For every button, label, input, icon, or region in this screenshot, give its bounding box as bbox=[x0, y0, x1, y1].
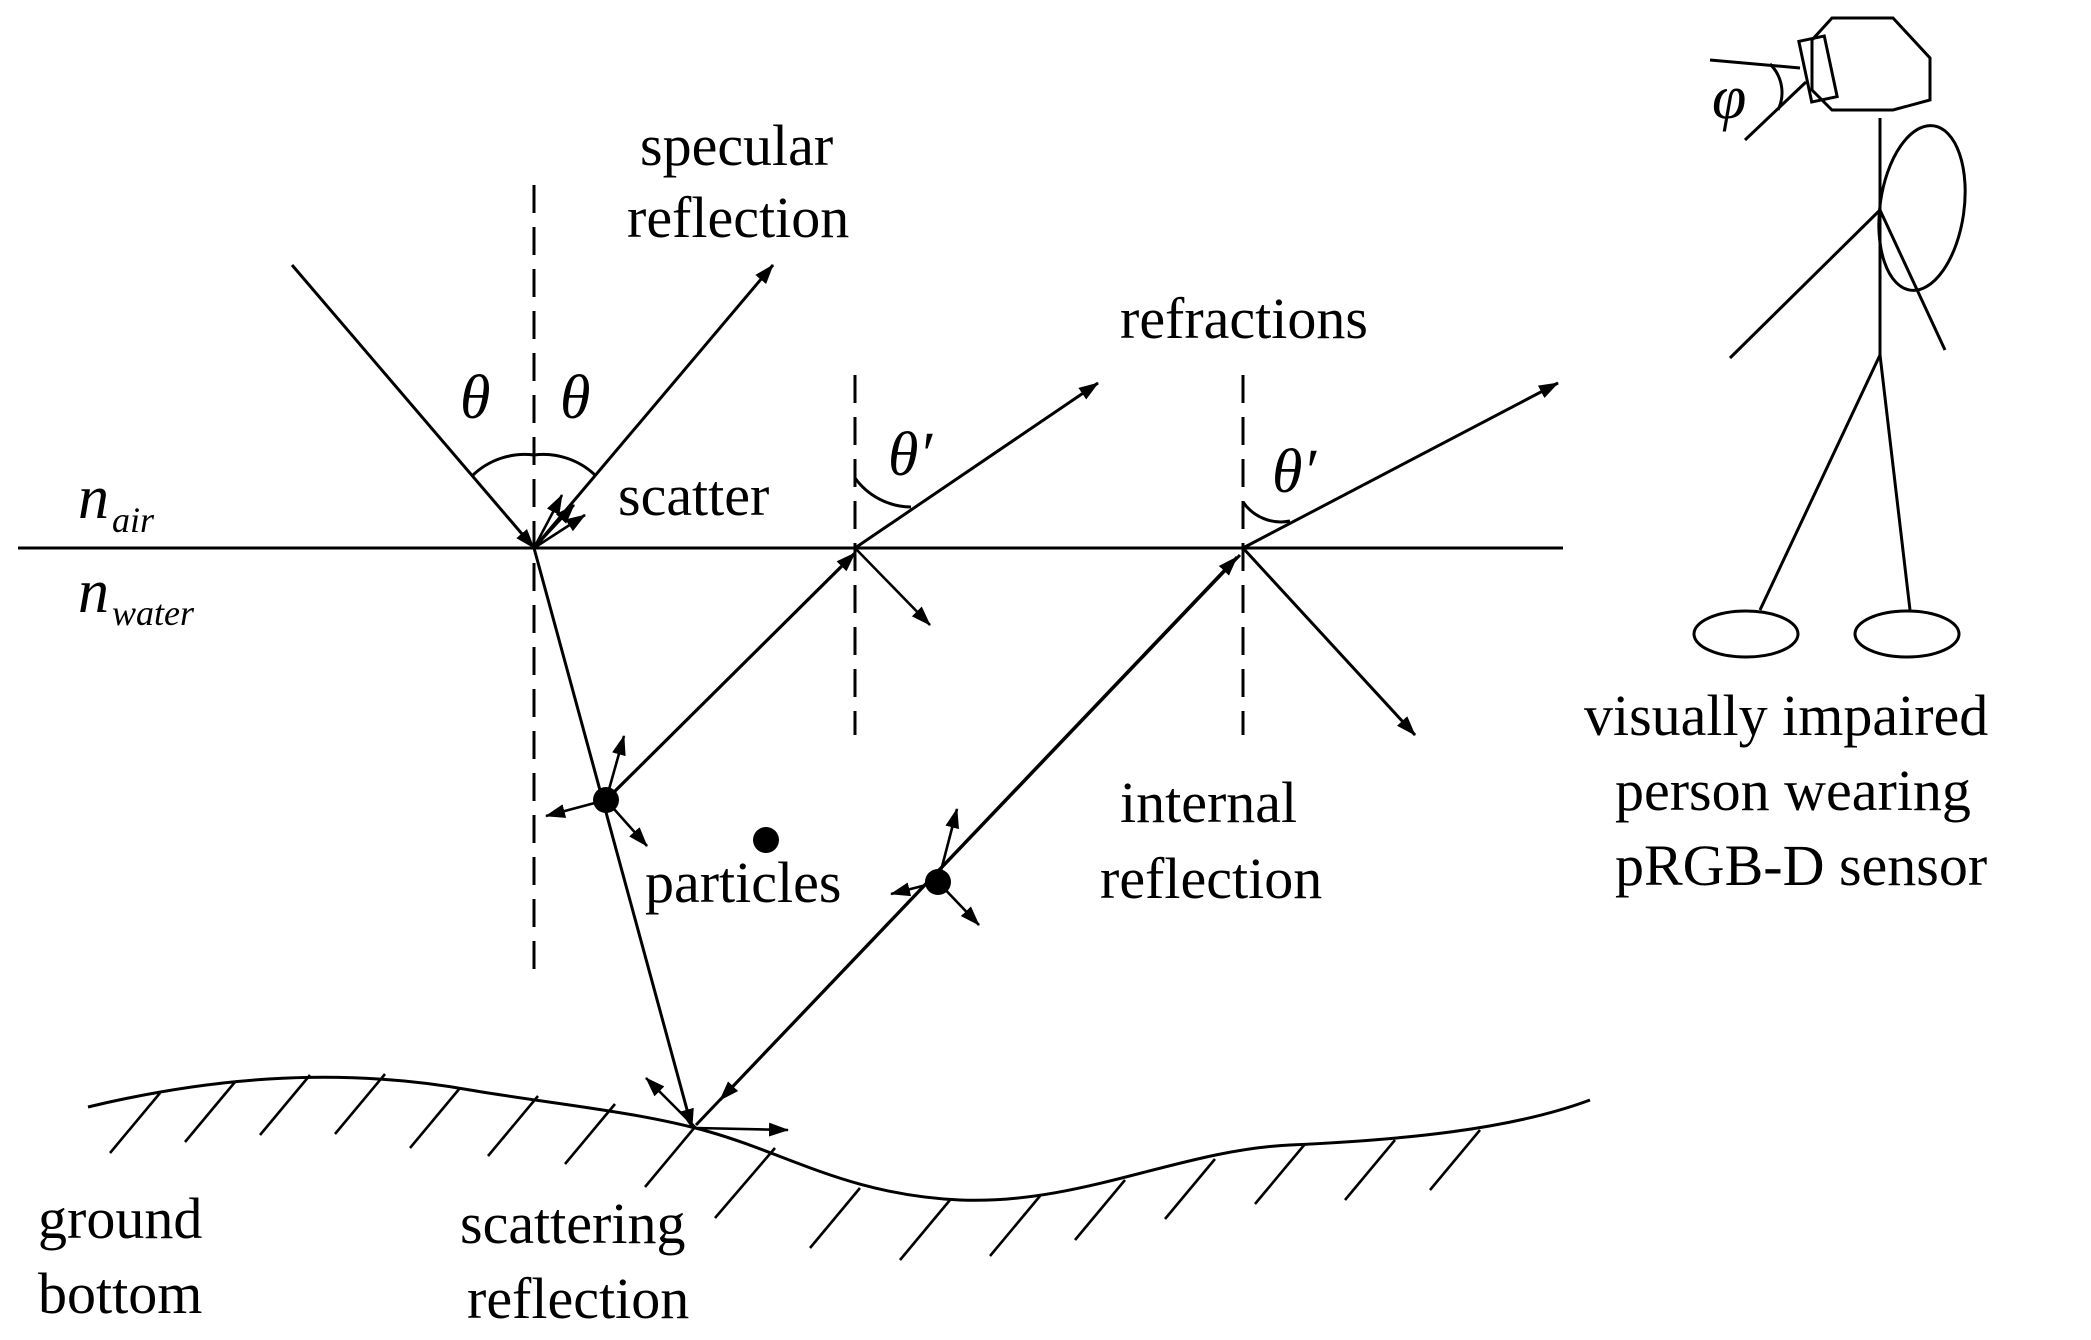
particle-1-arrow-left bbox=[545, 798, 607, 818]
particle-2 bbox=[753, 827, 779, 853]
label-scattering: scattering bbox=[460, 1191, 685, 1256]
label-person-2: person wearing bbox=[1615, 758, 1971, 823]
surface-scatter-arrow-1 bbox=[532, 494, 564, 549]
particle-3-arrow-up bbox=[936, 808, 959, 883]
label-scatter: scatter bbox=[618, 463, 769, 528]
internal-reflection-ray bbox=[1241, 546, 1417, 737]
theta-prime-arc-1 bbox=[853, 477, 912, 509]
particle-1-arrow-up bbox=[604, 735, 626, 801]
label-bottom: bottom bbox=[38, 1261, 202, 1326]
label-internal: internal bbox=[1120, 770, 1297, 835]
sensor-icon bbox=[1797, 34, 1839, 104]
ground-scatter-arrow-1 bbox=[645, 1077, 697, 1129]
particle-3-arrow-down bbox=[937, 881, 980, 926]
symbol-air-subscript: air bbox=[112, 500, 155, 540]
particle-1-arrow-down bbox=[605, 799, 648, 847]
label-ground: ground bbox=[38, 1186, 202, 1251]
scattered-ray-down-1 bbox=[604, 551, 857, 802]
phi-arc bbox=[1768, 62, 1784, 111]
label-internal-reflection: reflection bbox=[1100, 846, 1322, 911]
theta-arc-left bbox=[470, 452, 535, 478]
surface-scatter-arrow-2 bbox=[533, 504, 575, 549]
particle-3-arrow-left bbox=[890, 880, 939, 897]
label-scattering-reflection: reflection bbox=[467, 1266, 689, 1331]
label-specular: specular bbox=[640, 113, 833, 178]
reflected-ray-down-2 bbox=[718, 553, 1242, 1102]
surface-scatter-arrow-3 bbox=[533, 513, 586, 550]
backpack bbox=[1877, 124, 1967, 292]
symbol-theta-left: θ bbox=[460, 364, 490, 432]
refraction-ray-1 bbox=[854, 381, 1099, 550]
label-person-1: visually impaired bbox=[1584, 683, 1988, 748]
person-head bbox=[1810, 16, 1932, 112]
label-specular-reflection: reflection bbox=[627, 185, 849, 250]
ground-hatching bbox=[109, 1073, 1481, 1261]
person-figure bbox=[1692, 16, 1967, 659]
ground-scatter-arrow-2 bbox=[695, 1122, 789, 1137]
label-particles: particles bbox=[645, 850, 841, 915]
symbol-theta-prime-2: θ′ bbox=[1272, 438, 1317, 506]
theta-prime-arc-2 bbox=[1241, 501, 1291, 524]
theta-arc-right bbox=[533, 452, 598, 478]
symbol-theta-prime-1: θ′ bbox=[888, 421, 933, 489]
right-foot bbox=[1853, 609, 1961, 659]
left-foot bbox=[1692, 609, 1800, 659]
label-refractions: refractions bbox=[1120, 286, 1368, 351]
symbol-n-air: n bbox=[78, 464, 109, 532]
internal-scatter-arrow-1 bbox=[854, 547, 931, 626]
symbol-n-water: n bbox=[78, 558, 109, 626]
symbol-water-subscript: water bbox=[112, 593, 195, 633]
ground-surface-curve bbox=[87, 1075, 1591, 1202]
incident-ray bbox=[290, 264, 536, 549]
symbol-phi: φ bbox=[1712, 64, 1746, 132]
specular-reflection-ray bbox=[532, 264, 775, 549]
symbol-theta-right: θ bbox=[560, 364, 590, 432]
label-person-3: pRGB-D sensor bbox=[1615, 833, 1987, 898]
refraction-ray-2 bbox=[1242, 381, 1559, 550]
refracted-ray-down bbox=[532, 547, 694, 1129]
